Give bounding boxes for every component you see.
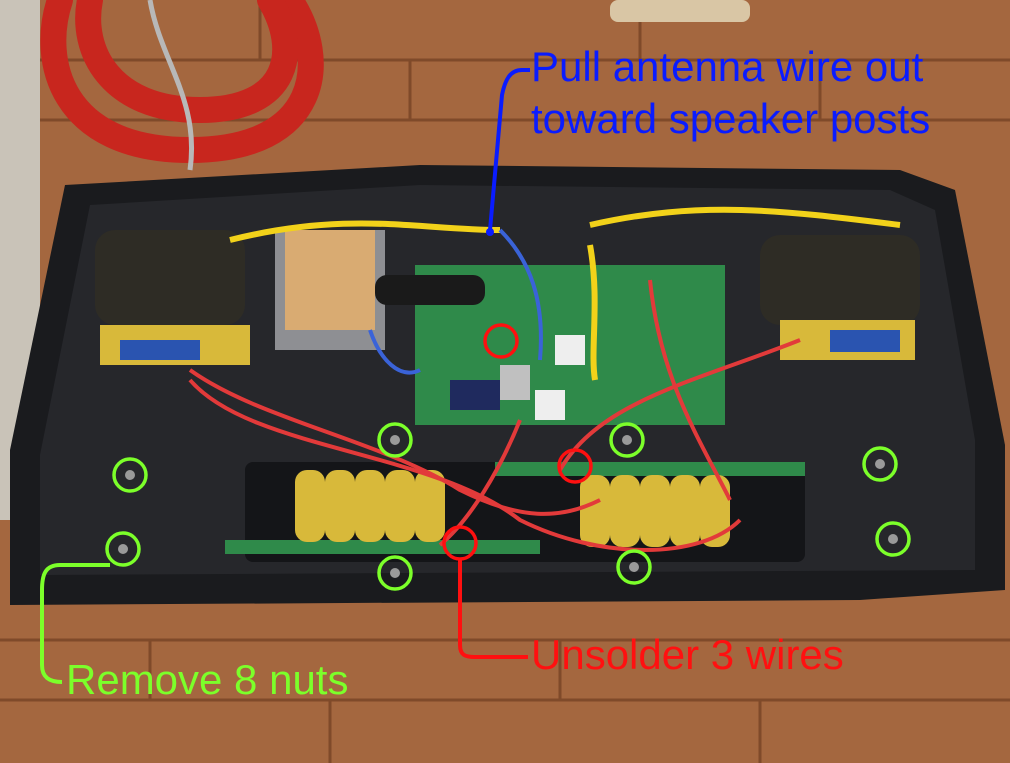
- crossover-coils: [225, 462, 805, 554]
- left-coils: [95, 230, 250, 365]
- unsolder-pointer-line: [458, 559, 528, 659]
- nut-markers: [105, 422, 911, 591]
- grey-cable: [147, 0, 194, 171]
- antenna-instruction-line-2: toward speaker posts: [531, 95, 931, 142]
- nuts-instruction: Remove 8 nuts: [66, 656, 349, 703]
- nuts-pointer-line: [40, 563, 110, 684]
- antenna-pointer-dot: [486, 228, 494, 236]
- blue-wires: [368, 228, 543, 375]
- power-transformer: [275, 230, 385, 350]
- unsolder-instruction: Unsolder 3 wires: [531, 631, 844, 678]
- red-wires: [188, 279, 801, 552]
- yellow-wires: [229, 206, 901, 381]
- stool-base: [610, 0, 750, 22]
- right-coils: [760, 235, 920, 360]
- antenna-pointer-line: [488, 68, 530, 231]
- unsolder-markers: [442, 323, 593, 561]
- amp-pcb: [375, 265, 725, 425]
- antenna-instruction-line-1: Pull antenna wire out: [531, 43, 924, 90]
